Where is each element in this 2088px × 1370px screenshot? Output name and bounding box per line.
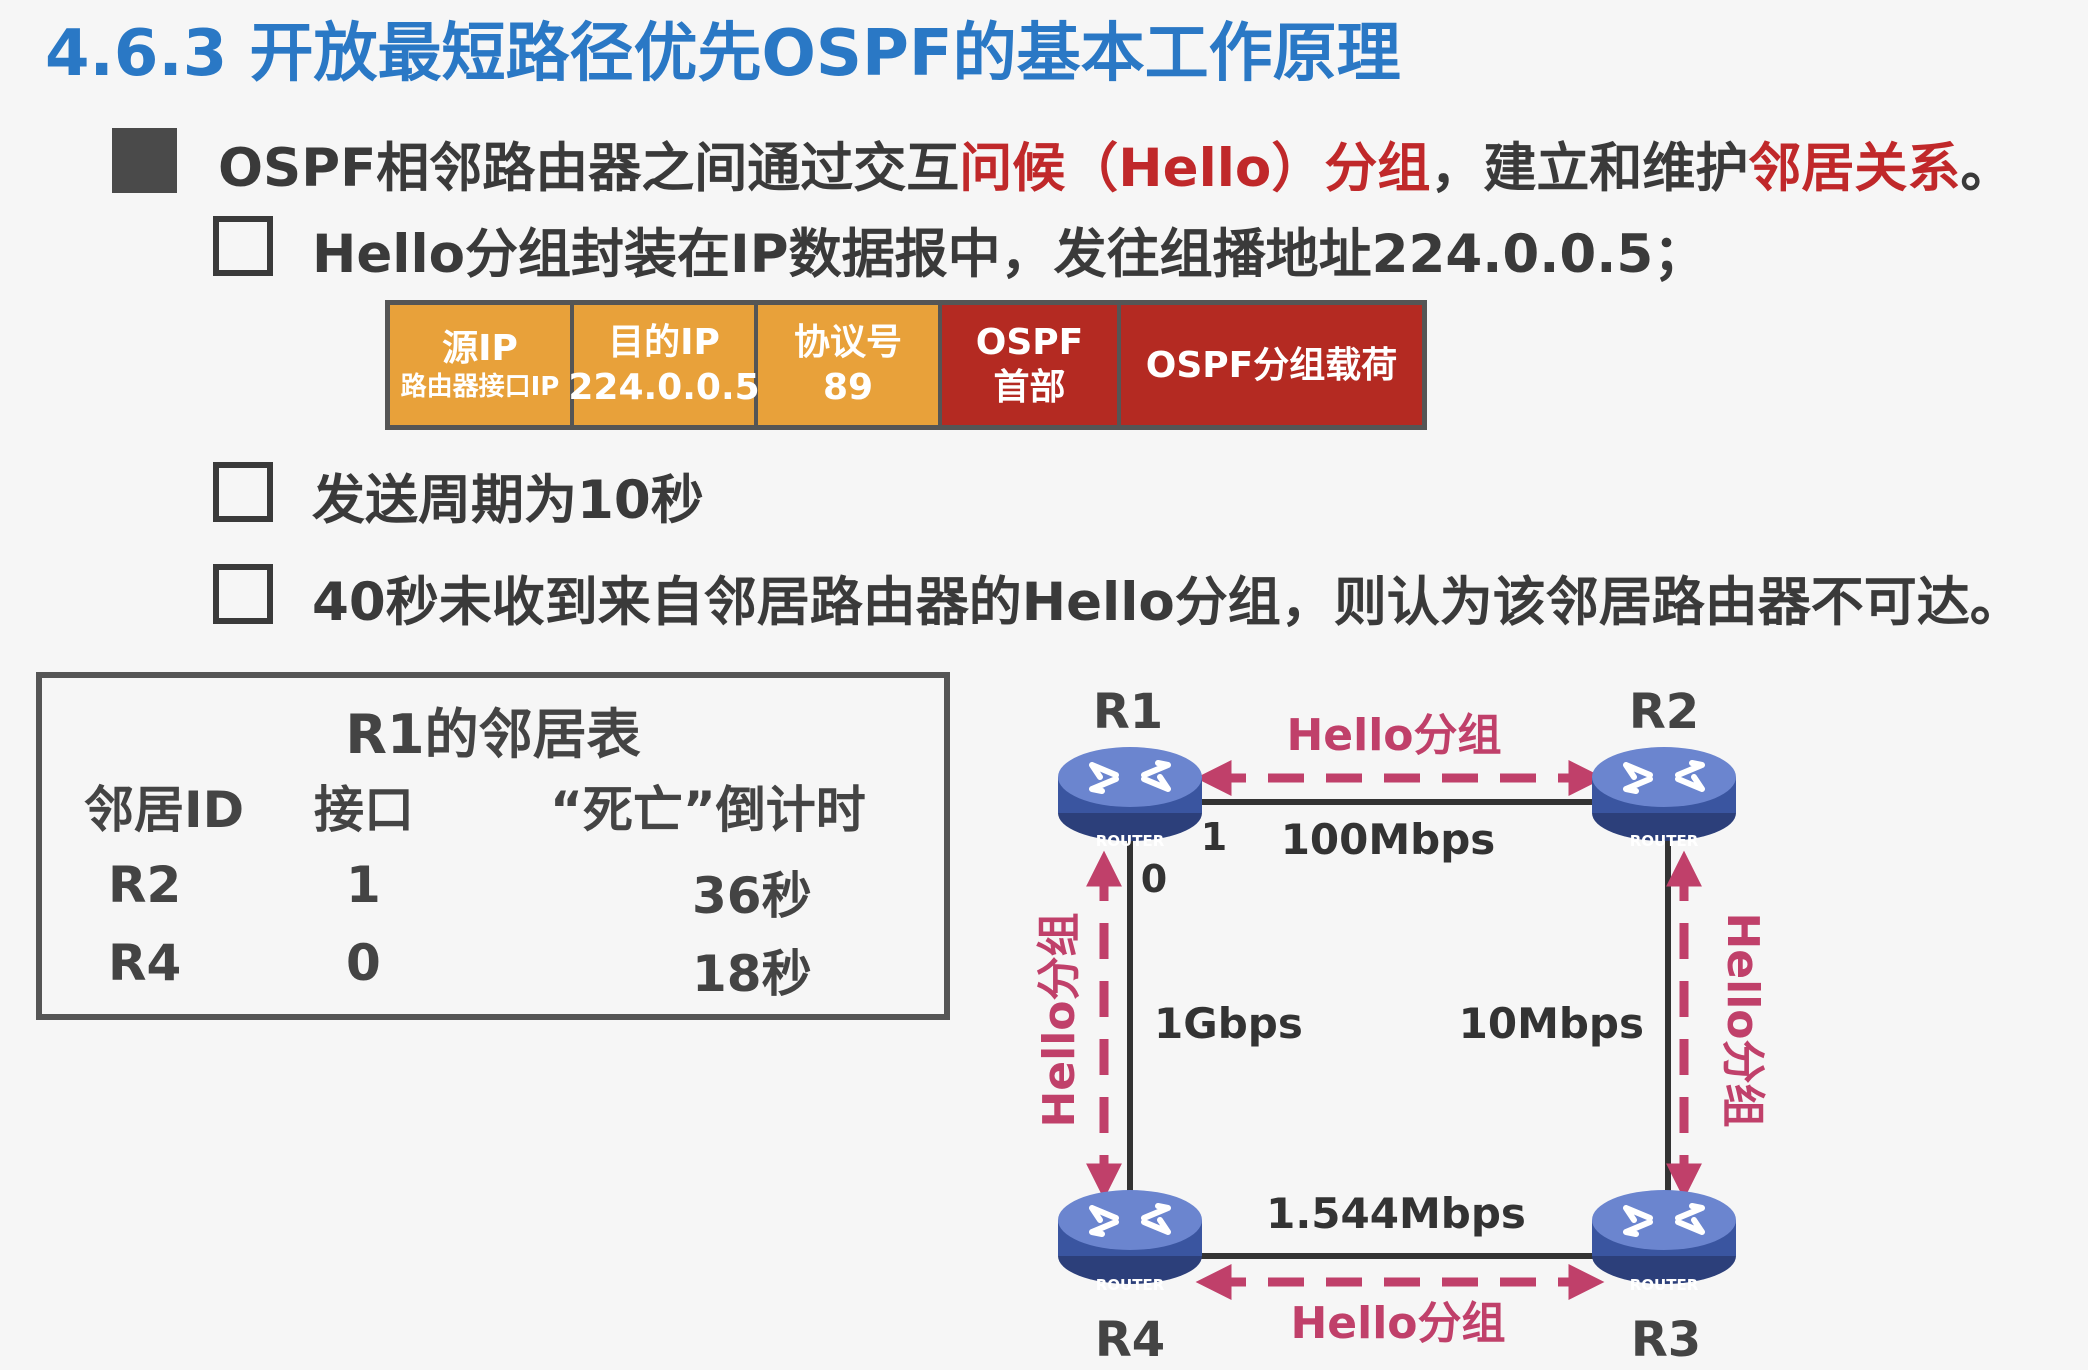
main-point-part1: OSPF相邻路由器之间通过交互 [218,138,960,199]
sub-point-1: Hello分组封装在IP数据报中，发往组播地址224.0.0.5； [312,224,1707,285]
packet-ospf-payload: OSPF分组载荷 [1121,305,1422,425]
router-r3-icon [1592,1190,1736,1284]
main-point-hello: 问候（Hello）分组 [959,138,1431,199]
router-r1-label: R1 [1093,684,1163,740]
main-point-part3: ，建立和维护 [1430,138,1749,199]
hello-label-top: Hello分组 [1286,710,1501,761]
ip-packet-structure: 源IP 路由器接口IP 目的IP 224.0.0.5 协议号 89 OSPF 首… [385,300,1427,430]
packet-proto-value: 89 [822,367,874,408]
r1-interface-1: 1 [1201,815,1227,859]
neighbor-row-1-iface: 1 [346,856,381,914]
neighbor-header-iface: 接口 [314,781,414,839]
neighbor-table: R1的邻居表 邻居ID 接口 “死亡”倒计时 R2 1 36秒 R4 0 18秒 [36,672,950,1020]
neighbor-row-1-timer: 36秒 [692,867,812,925]
router-r4-caption: ROUTER [1096,1276,1165,1294]
hello-label-right: Hello分组 [1717,912,1768,1127]
packet-payload-label: OSPF分组载荷 [1145,344,1398,386]
packet-proto-label: 协议号 [793,322,902,363]
router-r1-icon [1058,747,1202,841]
neighbor-row-1-id: R2 [108,856,182,914]
r1-interface-0: 0 [1141,857,1167,901]
neighbor-row-2-timer: 18秒 [692,945,812,1003]
link-r1-r2-bandwidth: 100Mbps [1281,815,1496,864]
packet-ospf-header: OSPF 首部 [942,305,1121,425]
ospf-topology-diagram: ROUTER ROUTER ROUTER ROUTER R1 R2 R3 R4 … [1034,684,1768,1368]
main-point: OSPF相邻路由器之间通过交互问候（Hello）分组，建立和维护邻居关系。 [218,126,2013,202]
page-title: 4.6.3 开放最短路径优先OSPF的基本工作原理 [45,17,1401,91]
sub-bullet-2-box [213,462,273,522]
packet-dst-ip: 目的IP 224.0.0.5 [568,305,760,425]
router-r4-label: R4 [1095,1312,1165,1368]
router-r1-caption: ROUTER [1096,832,1165,850]
hello-label-bottom: Hello分组 [1290,1298,1505,1349]
packet-ospf-header-line2: 首部 [993,367,1066,408]
packet-dst-label: 目的IP [608,322,720,363]
router-r3-caption: ROUTER [1630,1276,1699,1294]
main-point-neighbor: 邻居关系 [1748,138,1961,199]
neighbor-table-title: R1的邻居表 [345,703,641,766]
neighbor-row-2-iface: 0 [346,934,381,992]
packet-protocol: 协议号 89 [758,305,942,425]
main-point-end: 。 [1960,138,2014,199]
router-r2-icon [1592,747,1736,841]
link-r2-r3-bandwidth: 10Mbps [1459,999,1644,1048]
router-r4-icon [1058,1190,1202,1284]
router-r2-caption: ROUTER [1630,832,1699,850]
packet-ospf-header-line1: OSPF [975,322,1084,363]
hello-label-left: Hello分组 [1034,912,1085,1127]
sub-bullet-1-box [213,216,273,276]
sub-point-3: 40秒未收到来自邻居路由器的Hello分组，则认为该邻居路由器不可达。 [312,572,2023,633]
neighbor-header-id: 邻居ID [84,781,245,839]
packet-src-value: 路由器接口IP [400,372,560,403]
packet-src-label: 源IP [442,328,518,370]
neighbor-header-timer: “死亡”倒计时 [550,781,866,839]
sub-point-2: 发送周期为10秒 [312,470,704,531]
link-r4-r3-bandwidth: 1.544Mbps [1266,1189,1526,1238]
packet-src-ip: 源IP 路由器接口IP [390,305,574,425]
main-bullet-square [112,128,177,193]
router-r3-label: R3 [1631,1312,1701,1368]
neighbor-row-2-id: R4 [108,934,182,992]
sub-bullet-3-box [213,564,273,624]
router-r2-label: R2 [1629,684,1699,740]
packet-dst-value: 224.0.0.5 [568,367,760,408]
link-r1-r4-bandwidth: 1Gbps [1154,999,1303,1048]
